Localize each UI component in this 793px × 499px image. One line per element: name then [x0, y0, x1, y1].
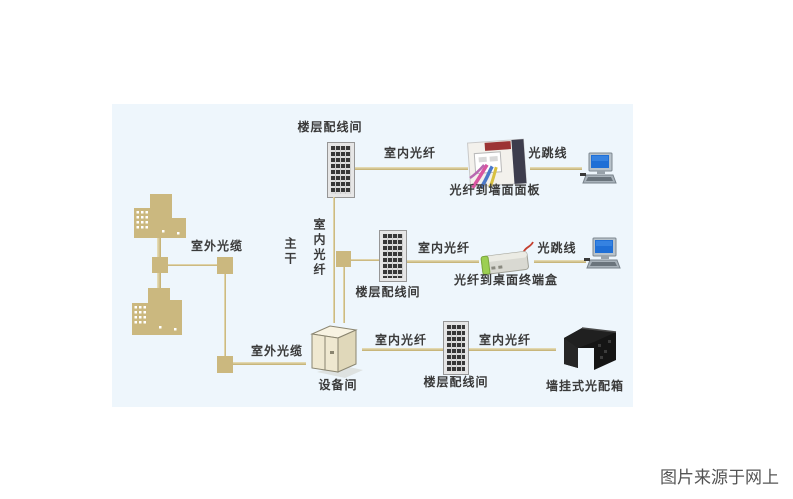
riser-line-lower: [343, 267, 345, 323]
label-outdoor-cable-upper: 室外光缆: [190, 239, 244, 253]
computer-icon-middle: [584, 237, 622, 273]
label-outdoor-cable-lower: 室外光缆: [250, 344, 304, 358]
rack-icon-middle: [379, 230, 407, 282]
junction-node-entry: [217, 356, 233, 373]
indoor-fiber-line-bottom-right: [469, 348, 556, 351]
building-icon-upper: [132, 192, 188, 240]
building-feed-line-lower: [157, 273, 161, 290]
outdoor-cable-line-lower: [233, 362, 306, 365]
equipment-cabinet-icon: [305, 318, 365, 380]
junction-node-campus: [217, 257, 233, 274]
label-equipment-room: 设备间: [318, 378, 358, 392]
indoor-fiber-line-bottom-left: [362, 348, 443, 351]
desktop-terminal-box-icon: [477, 238, 537, 280]
fiber-jumper-line-middle: [534, 260, 586, 263]
rack-icon-bottom: [443, 321, 469, 375]
label-floor-room-top: 楼层配线间: [297, 120, 363, 134]
outdoor-cable-riser-line: [224, 274, 226, 357]
label-wall-mount-box: 墙挂式光配箱: [545, 379, 625, 393]
label-indoor-fiber-bottom-right: 室内光纤: [478, 333, 532, 347]
label-fiber-to-wall-panel: 光纤到墙面面板: [449, 183, 541, 197]
label-fiber-to-desktop-box: 光纤到桌面终端盒: [453, 273, 559, 287]
computer-icon-top: [580, 152, 618, 188]
indoor-fiber-line-top: [355, 167, 468, 170]
label-indoor-fiber-bottom-left: 室内光纤: [374, 333, 428, 347]
outdoor-cable-line-upper: [168, 264, 217, 266]
fiber-jumper-line-top: [530, 167, 582, 170]
wall-panel-photo: [464, 136, 532, 190]
building-icon-lower: [132, 288, 184, 335]
rack-slots: [383, 234, 403, 278]
label-indoor-fiber-vertical: 室内光纤: [312, 218, 326, 278]
indoor-fiber-riser-line: [333, 197, 335, 323]
diagram-panel: [112, 104, 633, 407]
rack-icon-top: [327, 142, 355, 198]
indoor-fiber-line-middle: [407, 260, 479, 263]
label-floor-room-middle: 楼层配线间: [355, 285, 421, 299]
rack-slots: [447, 325, 465, 371]
label-fiber-jumper-middle: 光跳线: [537, 241, 577, 255]
label-indoor-fiber-top: 室内光纤: [383, 146, 437, 160]
rack-slots: [331, 146, 351, 194]
junction-node-building: [152, 257, 168, 273]
building-feed-line-upper: [157, 238, 161, 258]
label-floor-room-bottom: 楼层配线间: [423, 375, 489, 389]
junction-node-riser: [336, 251, 351, 267]
riser-to-rack-line: [351, 259, 379, 261]
caption-source: 图片来源于网上: [660, 468, 779, 487]
label-indoor-fiber-middle: 室内光纤: [417, 241, 471, 255]
wall-mount-fiber-box-icon: [554, 324, 620, 376]
label-backbone: 主干: [283, 237, 297, 267]
label-fiber-jumper-top: 光跳线: [528, 146, 568, 160]
